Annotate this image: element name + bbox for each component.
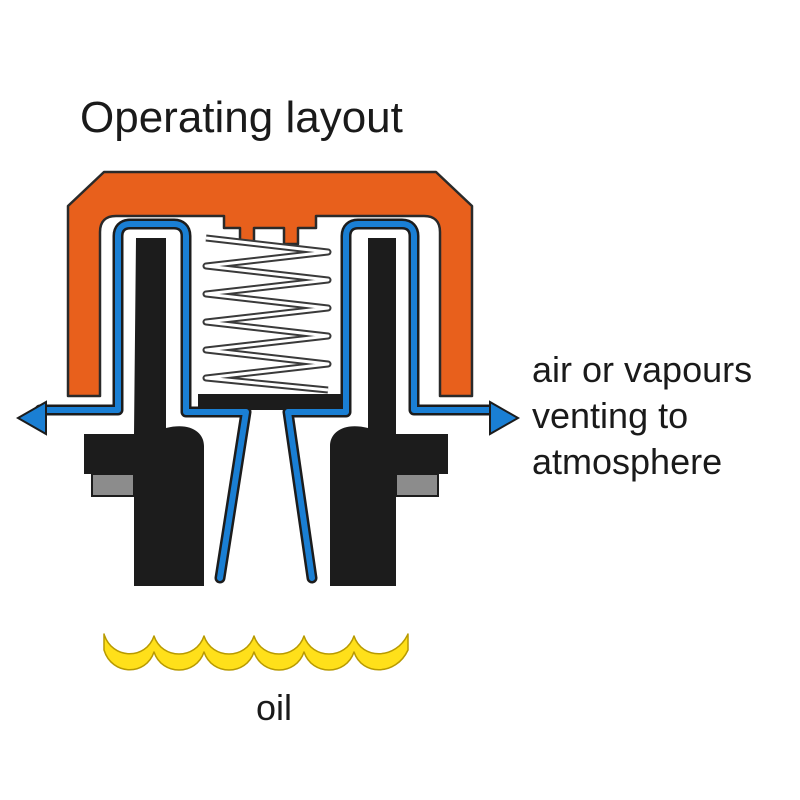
vent-label-line-3: atmosphere (532, 441, 722, 482)
arrow-left-icon (15, 400, 47, 436)
flow-path-right (282, 218, 500, 584)
spring (202, 234, 332, 394)
valve-body-left (84, 238, 204, 586)
flow-path-left (34, 218, 252, 584)
oil-label: oil (256, 687, 292, 728)
vent-label-line-2: venting to (532, 395, 688, 436)
arrow-right-icon (489, 400, 521, 436)
gasket-left (91, 473, 135, 497)
valve-body-right (330, 238, 448, 586)
vent-label-line-1: air or vapours (532, 349, 752, 390)
gasket-right (395, 473, 439, 497)
oil-surface (103, 633, 409, 671)
valve-disc (198, 394, 342, 410)
diagram-title: Operating layout (80, 93, 403, 142)
